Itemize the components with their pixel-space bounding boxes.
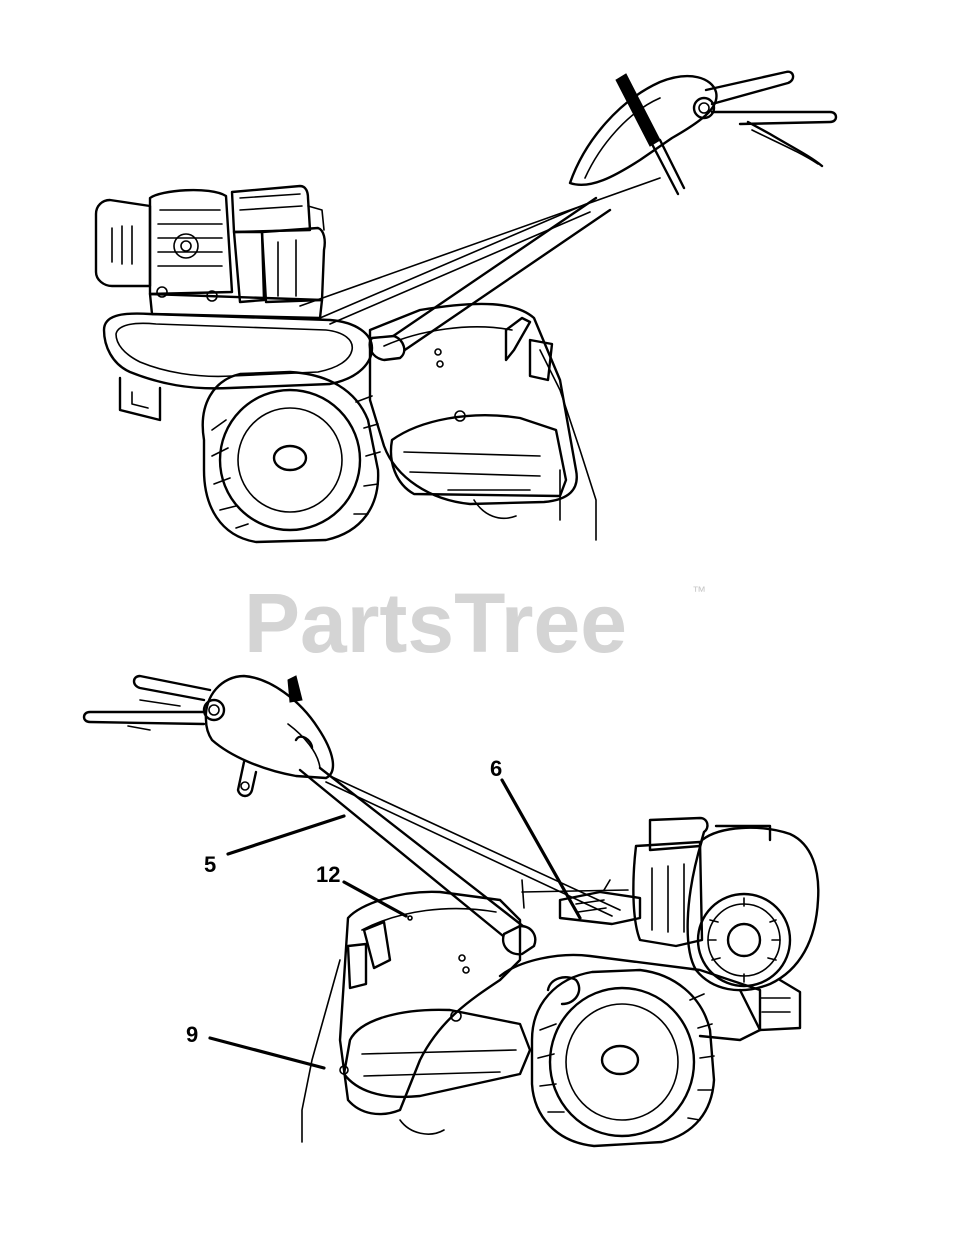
engine-bottom [498, 816, 820, 1042]
handle-tube-top [299, 177, 661, 362]
callout-5-label: 5 [204, 852, 216, 877]
handlebar-assembly-bottom [82, 674, 335, 798]
tine-hood-bottom [301, 890, 532, 1143]
callout-9-label: 9 [186, 1022, 198, 1047]
callout-5-leader [226, 814, 346, 856]
handlebar-assembly-top [568, 70, 838, 196]
callout-6-leader [500, 778, 582, 920]
watermark-trademark: ™ [692, 583, 706, 599]
callout-5[interactable]: 5 [204, 814, 346, 877]
callout-6[interactable]: 6 [490, 756, 582, 920]
callout-6-label: 6 [490, 756, 502, 781]
callout-12[interactable]: 12 [316, 862, 408, 918]
tine-hood-top [368, 302, 597, 541]
callout-9[interactable]: 9 [186, 1022, 326, 1070]
callout-12-label: 12 [316, 862, 340, 887]
wheel-bottom [530, 968, 716, 1148]
engine-top [94, 184, 326, 320]
tiller-view-top [94, 70, 838, 544]
callouts: 5 6 9 12 [186, 756, 582, 1070]
watermark-text: PartsTree [244, 576, 627, 670]
shift-lever-knob-bottom [287, 675, 303, 703]
callout-12-leader [342, 880, 408, 918]
callout-9-leader [208, 1036, 326, 1070]
watermark: PartsTree ™ [244, 576, 706, 670]
tiller-view-bottom [82, 674, 820, 1148]
wheel-top [201, 370, 381, 544]
fender-top [102, 312, 374, 422]
